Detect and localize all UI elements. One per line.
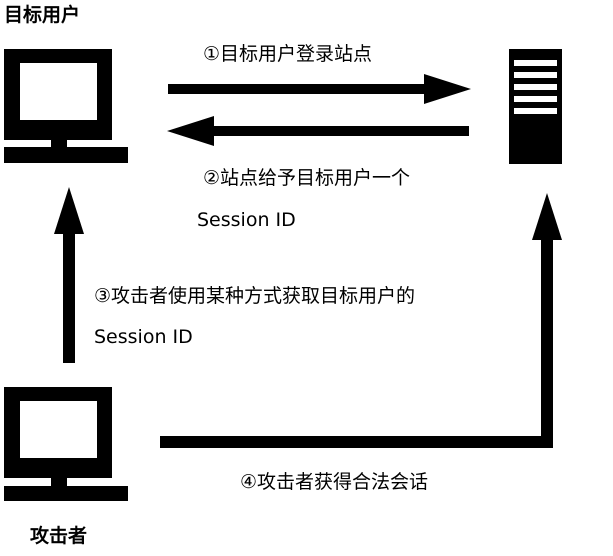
server-icon [509,49,562,164]
target-user-computer-icon [4,49,128,163]
arrow-attacker-steals-session [54,187,84,363]
step3-label-line2: Session ID [94,326,193,348]
arrow-attacker-hijacks-session [160,193,562,448]
target-user-label: 目标用户 [4,4,81,26]
arrow-login-to-server [168,74,471,104]
step1-label: ①目标用户登录站点 [203,43,373,65]
attacker-label: 攻击者 [30,525,88,547]
step3-label-line1: ③攻击者使用某种方式获取目标用户的 [94,285,416,307]
step2-label-line1: ②站点给予目标用户一个 [203,167,411,189]
attacker-computer-icon [4,387,128,501]
step4-label: ④攻击者获得合法会话 [240,471,429,493]
step2-label-line2: Session ID [197,209,296,231]
arrow-session-id-to-user [167,116,469,146]
